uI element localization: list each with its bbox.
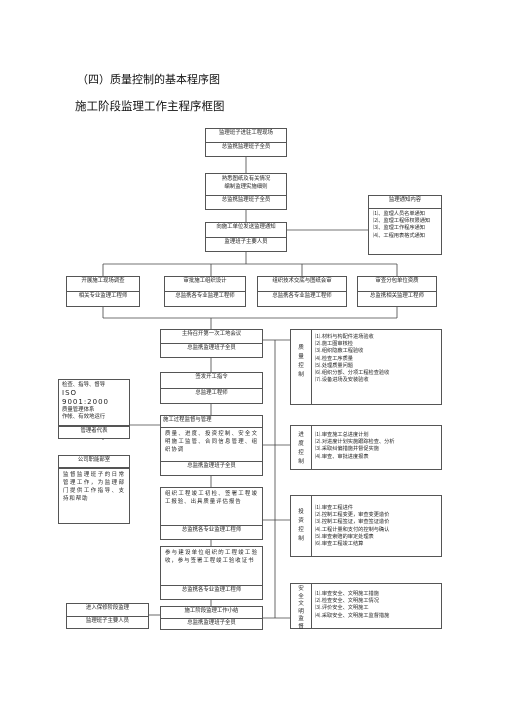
cost-control-label: 投资控制 [298,509,304,542]
box-site-survey: 开展施工现场调查 相关专业监理工程师 [66,276,140,307]
start-order-actor: 总监理工程师 [195,390,228,396]
quality-control-item: ⑷.检查工序质量 [315,355,353,362]
box-send-notice-actor: 监理班子主要人员 [224,239,268,245]
schedule-control-item: ⑴.审查施工总进度计划 [315,432,369,438]
quality-system-line: ISO 9001:2000 [62,389,109,406]
box-notice-content: 监理通知内容 ⑴、监理人员名单通知 ⑵、监理工程师权限通知 ⑶、监理工作程序通知… [368,195,442,255]
schedule-control-item: ⑵.对进度计划实施跟踪检查、分析 [315,439,395,446]
company-support-text: 监督监理班子的日常管理工作，为监理部门提供工作指导、支持和帮助 [63,472,125,502]
box-subcontractor-label: 审查分包单位资质 [358,277,436,292]
quality-control-item: ⑹.组织分部、分项工程检查验收 [315,370,390,377]
box-site-survey-actor: 相关专业监理工程师 [78,293,128,299]
first-meeting-label: 主持召开第一次工地会议 [161,330,262,344]
box-final-inspection: 组织工程竣工初检、签署工程竣工报验、出具质量评估报告 总监携各专业监理工程师 [160,487,263,540]
box-enter-site-actor: 总监携监理班子全员 [221,144,271,150]
cost-control-list: ⑴.审查工程进件 ⑵.控制工程变更，审查变更造价 ⑶.控制工程签证，审查签证造价… [315,505,389,548]
process-control-text: 质量、进度、投资控制、安全文明施工监管、合同信息管理、组织协调 [161,428,262,462]
quality-control-item: ⑺.设备进场及安装验收 [315,377,369,384]
quality-control-item: ⑶.组织隐蔽工程验收 [315,348,364,355]
process-control-actor: 总监携监理班子全员 [187,463,236,469]
company-dept-label: 公司职能部室 [77,457,111,463]
box-process-control: 施工过程监督与管理 质量、进度、投资控制、安全文明施工监管、合同信息管理、组织协… [160,415,263,476]
cost-control-item: ⑶.控制工程签证，审查签证造价 [315,519,390,526]
quality-control-item: ⑴.材料与构配件进场验收 [315,334,374,340]
schedule-control-list: ⑴.审查施工总进度计划 ⑵.对进度计划实施跟踪检查、分析 ⑶.采取纠偏措施并督促… [315,432,394,461]
page-title: 施工阶段监理工作主程序框图 [75,99,225,113]
warranty-label: 进入保修阶段监理 [67,604,148,617]
quality-system-line: 质量管理体系 [62,407,95,413]
management-rep-label: 管理者代表 [80,428,108,434]
acceptance-actor: 总监携各专业监理工程师 [181,587,242,593]
box-quality-system: 检查、指导、督导 ISO 9001:2000 质量管理体系 作帐、有效地运行 [58,379,130,426]
box-warranty: 进入保修阶段监理 监理班子主要人员 [66,603,149,629]
safety-control-label: 安全文明监督 [298,586,304,630]
cost-control-item: ⑷.工程计量和支付的控制与确认 [315,526,390,533]
box-prepare-plan-actor: 总监携监理班子全员 [221,197,271,203]
safety-control-list: ⑴.审查安全、文明施工措施 ⑵.检查安全、文明施工情况 ⑶.评价安全、文明施工 … [315,591,389,620]
warranty-actor: 监理班子主要人员 [85,618,130,624]
box-stage-summary: 施工阶段监理工作小结 总监携监理班子全员 [160,606,263,630]
notice-item: ⑴、监理人员名单通知 [373,211,425,217]
acceptance-text: 参与建设单位组织的工程竣工验收，参与签署工程竣工验收证书 [161,547,262,586]
box-enter-site-label: 监理班子进驻工程现场 [206,129,286,143]
notice-item: ⑷、工程用表格式通知 [373,232,425,239]
box-tech-briefing-label: 组织技术交底与图纸会审 [258,277,346,292]
safety-control-item: ⑴.审查安全、文明施工措施 [315,591,379,597]
schedule-control-label: 进度控制 [298,432,304,465]
quality-control-list: ⑴.材料与构配件进场验收 ⑵.施工图审核检 ⑶.组织隐蔽工程验收 ⑷.检查工序质… [315,334,389,384]
box-subcontractor: 审查分包单位资质 总监携相关监理工程师 [357,276,437,307]
cost-control-item: ⑴.审查工程进件 [315,505,353,511]
safety-control-item: ⑶.评价安全、文明施工 [315,605,369,612]
notice-item: ⑵、监理工程师权限通知 [373,218,431,225]
box-approve-design-label: 审批施工组织设计 [165,277,245,292]
box-schedule-control: 进度控制 ⑴.审查施工总进度计划 ⑵.对进度计划实施跟踪检查、分析 ⑶.采取纠偏… [290,425,442,470]
box-approve-design-actor: 总监携各专业监理工程师 [175,293,235,299]
box-approve-design: 审批施工组织设计 总监携各专业监理工程师 [164,276,246,307]
stage-summary-actor: 总监携监理班子全员 [187,620,236,626]
quality-system-text: 检查、指导、督导 ISO 9001:2000 质量管理体系 作帐、有效地运行 [59,380,129,423]
quality-control-item: ⑸.处理质量问题 [315,362,353,369]
box-tech-briefing-actor: 总监携各专业监理工程师 [272,293,332,299]
box-send-notice-label: 向施工单位发送监理通知 [206,223,286,238]
box-quality-control: 质量控制 ⑴.材料与构配件进场验收 ⑵.施工图审核检 ⑶.组织隐蔽工程验收 ⑷.… [290,329,442,405]
box-prepare-plan-label: 熟悉图纸及有关情况 编制监理实施细则 [206,174,286,196]
process-control-label: 施工过程监督与管理 [161,416,262,428]
stage-summary-label: 施工阶段监理工作小结 [161,607,262,619]
quality-system-line: 检查、指导、督导 [62,382,106,388]
box-site-survey-label: 开展施工现场调查 [67,277,139,292]
final-inspection-text: 组织工程竣工初检、签署工程竣工报验、出具质量评估报告 [161,488,262,526]
box-tech-briefing: 组织技术交底与图纸会审 总监携各专业监理工程师 [257,276,347,307]
cost-control-item: ⑸.审查索赔的审定处理表 [315,533,374,540]
safety-control-item: ⑷.采取安全、文明施工监督措施 [315,612,390,619]
box-send-notice: 向施工单位发送监理通知 监理班子主要人员 [205,222,287,252]
box-company-support: 监督监理班子的日常管理工作，为监理部门提供工作指导、支持和帮助 [58,468,130,524]
cost-control-item: ⑵.控制工程变更，审查变更造价 [315,512,390,519]
box-company-dept: 公司职能部室 [58,455,130,468]
final-inspection-actor: 总监携各专业监理工程师 [181,527,242,533]
first-meeting-actor: 总监携监理班子全员 [187,345,236,351]
box-acceptance: 参与建设单位组织的工程竣工验收，参与签署工程竣工验收证书 总监携各专业监理工程师 [160,546,263,600]
quality-control-label: 质量控制 [298,345,304,378]
box-start-order: 签发开工指令 总监理工程师 [160,372,263,404]
safety-control-item: ⑵.检查安全、文明施工情况 [315,598,379,605]
box-enter-site: 监理班子进驻工程现场 总监携监理班子全员 [205,128,287,157]
schedule-control-item: ⑷.审查、审批进度报表 [315,453,369,460]
notice-item: ⑶、监理工作程序通知 [373,225,425,232]
box-management-rep: 管理者代表 [58,426,130,439]
cost-control-item: ⑹.审查工程竣工结算 [315,541,364,548]
notice-list: ⑴、监理人员名单通知 ⑵、监理工程师权限通知 ⑶、监理工作程序通知 ⑷、工程用表… [369,209,441,242]
box-first-meeting: 主持召开第一次工地会议 总监携监理班子全员 [160,329,263,358]
box-subcontractor-actor: 总监携相关监理工程师 [370,293,424,299]
box-cost-control: 投资控制 ⑴.审查工程进件 ⑵.控制工程变更，审查变更造价 ⑶.控制工程签证，审… [290,495,442,557]
box-safety-control: 安全文明监督 ⑴.审查安全、文明施工措施 ⑵.检查安全、文明施工情况 ⑶.评价安… [290,583,442,630]
quality-system-line: 作帐、有效地运行 [62,414,106,420]
quality-control-item: ⑵.施工图审核检 [315,341,353,348]
schedule-control-item: ⑶.采取纠偏措施并督促实施 [315,446,379,453]
box-prepare-plan: 熟悉图纸及有关情况 编制监理实施细则 总监携监理班子全员 [205,173,287,210]
start-order-label: 签发开工指令 [161,373,262,389]
section-heading: （四）质量控制的基本程序图 [77,73,220,86]
notice-title: 监理通知内容 [369,196,441,209]
